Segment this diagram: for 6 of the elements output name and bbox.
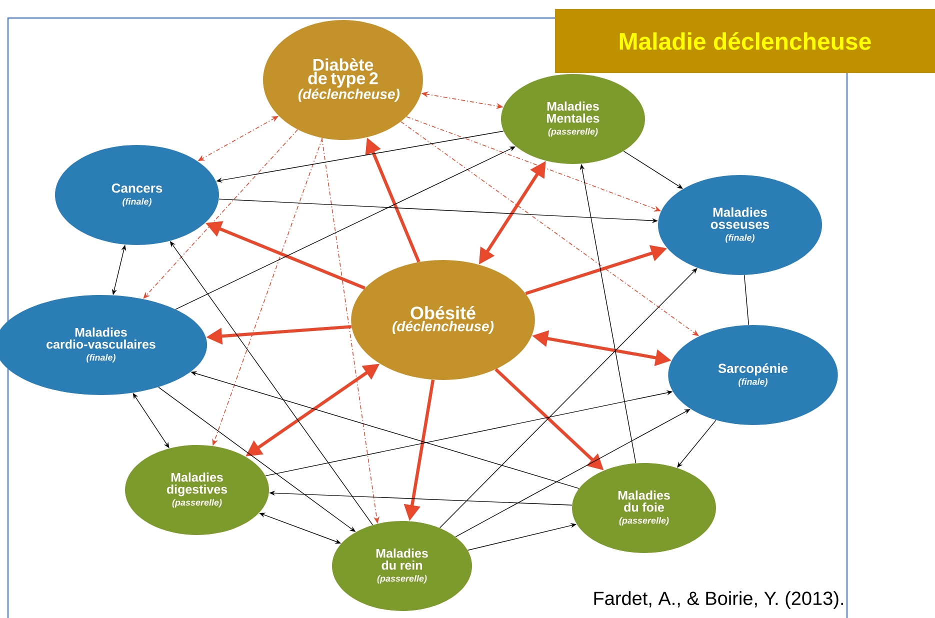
connector-line [744,274,749,326]
arrow [143,129,298,299]
title-banner: Maladie déclencheuse [555,9,935,73]
arrow [455,409,690,538]
arrow [623,150,683,189]
citation-text: Fardet, A., & Boirie, Y. (2013). [592,590,846,610]
